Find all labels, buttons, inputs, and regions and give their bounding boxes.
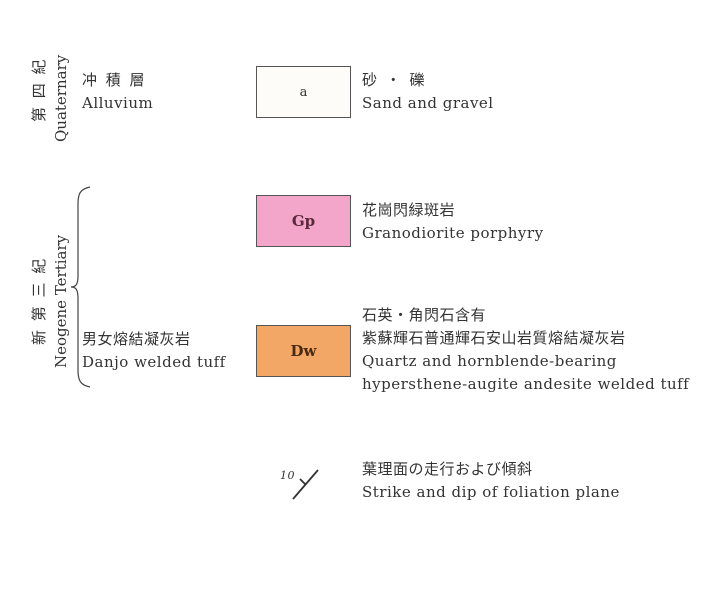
unit-gp-desc-jp: 花崗閃緑斑岩 xyxy=(362,201,456,219)
danjo-en: Danjo welded tuff xyxy=(82,353,226,371)
unit-dw-desc-en1: Quartz and hornblende-bearing xyxy=(362,352,617,370)
unit-a-desc-en: Sand and gravel xyxy=(362,94,494,112)
danjo-jp: 男女熔結凝灰岩 xyxy=(82,330,191,348)
unit-box-dw: Dw xyxy=(256,325,351,377)
strike-desc-jp: 葉理面の走行および傾斜 xyxy=(362,460,533,478)
unit-box-a: a xyxy=(256,66,351,118)
quaternary-jp-label: 第 四 紀 xyxy=(30,57,48,122)
neogene-brace xyxy=(70,186,91,388)
unit-dw-desc-en2: hypersthene-augite andesite welded tuff xyxy=(362,375,690,393)
unit-a-desc-jp: 砂 ・ 礫 xyxy=(362,71,427,89)
alluvium-en: Alluvium xyxy=(82,94,154,112)
dip-value: 10 xyxy=(280,469,295,482)
alluvium-jp: 冲 積 層 xyxy=(82,71,147,89)
strike-desc-en: Strike and dip of foliation plane xyxy=(362,483,620,501)
unit-gp-desc-en: Granodiorite porphyry xyxy=(362,224,544,242)
strike-dip-symbol-icon xyxy=(292,469,319,500)
neogene-jp-label: 新 第 三 紀 xyxy=(30,256,48,345)
unit-box-gp: Gp xyxy=(256,195,351,247)
quaternary-en-label: Quaternary xyxy=(52,54,70,142)
unit-dw-desc-jp1: 石英・角閃石含有 xyxy=(362,306,487,324)
unit-dw-desc-jp2: 紫蘇輝石普通輝石安山岩質熔結凝灰岩 xyxy=(362,329,626,347)
